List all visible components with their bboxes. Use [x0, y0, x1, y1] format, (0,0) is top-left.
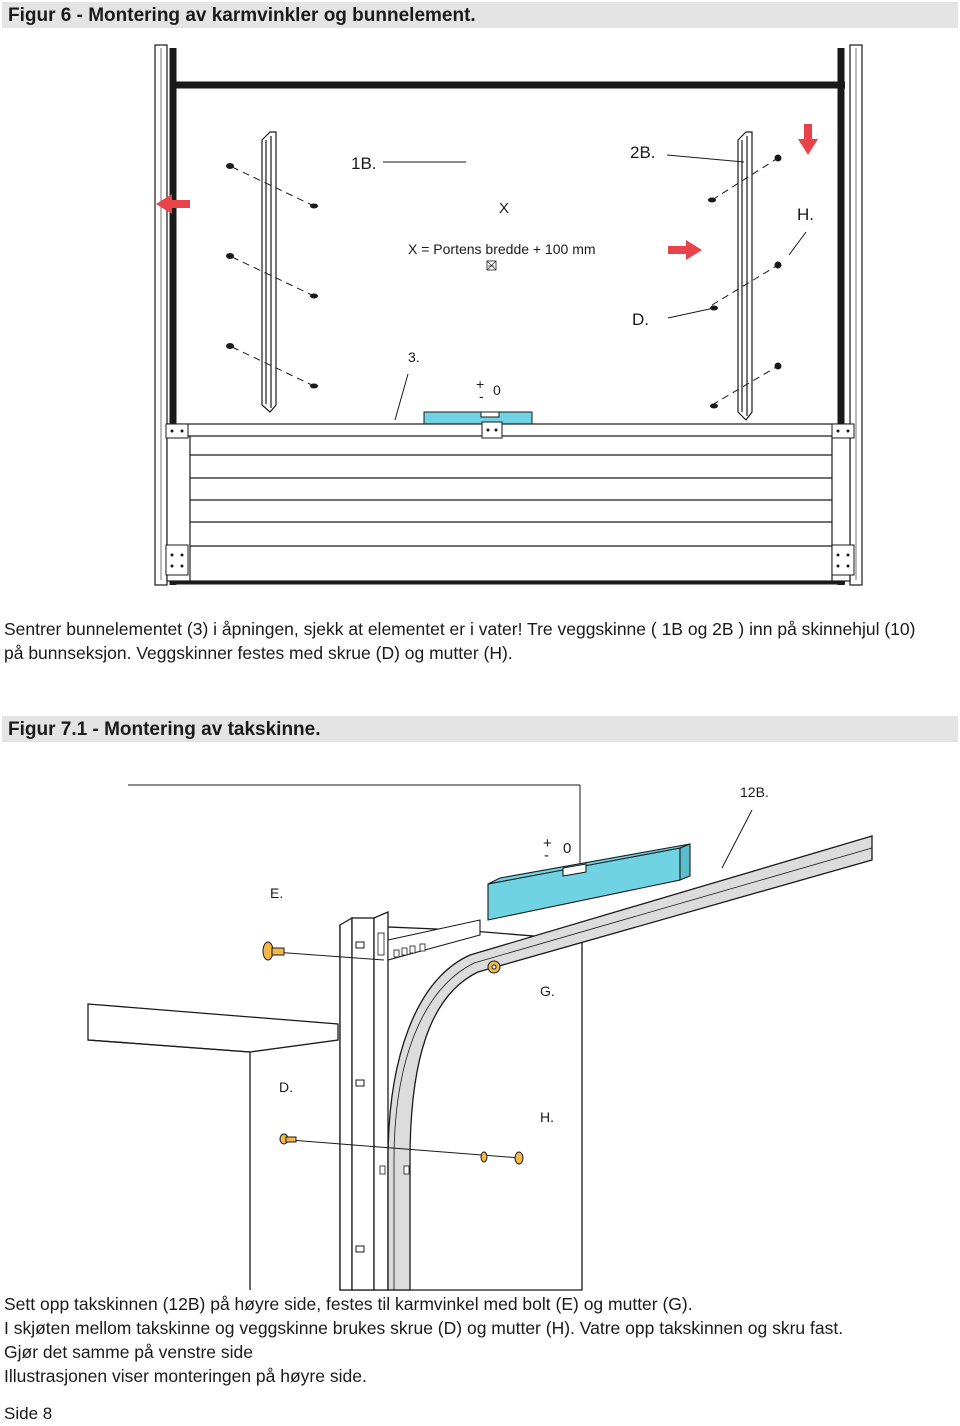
level-zero-7-1: 0 [563, 840, 571, 857]
figure-6-text-line-1: Sentrer bunnelementet (3) i åpningen, sj… [4, 619, 916, 639]
callout-1b: 1B. [351, 154, 377, 173]
ceiling-rail-12b [387, 835, 873, 1291]
callout-g: G. [540, 983, 555, 999]
figure-7-1-title-band: Figur 7.1 - Montering av takskinne. [2, 716, 958, 742]
figure-7-1-text-line-2: I skjøten mellom takskinne og veggskinne… [4, 1318, 844, 1338]
level-plus: + [476, 376, 484, 392]
figure-6-title: Figur 6 - Montering av karmvinkler og bu… [8, 5, 476, 26]
arrow-right-icon [668, 240, 702, 260]
figure-7-1-text-line-4: Illustrasjonen viser monteringen på høyr… [4, 1366, 367, 1386]
bolt-e-icon [262, 941, 385, 961]
hinges [165, 421, 855, 576]
page-number: Side 8 [4, 1404, 53, 1423]
callout-3: 3. [408, 349, 420, 365]
figure-7-1-title: Figur 7.1 - Montering av takskinne. [8, 719, 321, 740]
lintel [87, 1003, 339, 1053]
figure-6-title-band: Figur 6 - Montering av karmvinkler og bu… [2, 2, 958, 28]
level-zero: 0 [493, 382, 501, 398]
callout-12b: 12B. [740, 784, 769, 800]
callout-x: X [499, 200, 509, 217]
nut-g-icon [487, 960, 501, 974]
spirit-level [423, 411, 533, 425]
nut-h-icon [514, 1151, 524, 1165]
figure-7-1-illustration: 12B. + - 0 E. G. D. H. [87, 784, 873, 1291]
frame-angle [339, 911, 389, 1291]
wall-rail-2b [737, 131, 753, 421]
callout-x-formula: X = Portens bredde + 100 mm [408, 241, 596, 257]
bottom-door-section [166, 423, 851, 582]
figure-6-illustration: 1B. 2B. X H. X = Portens bredde + 100 mm… [154, 44, 863, 586]
callout-2b: 2B. [630, 143, 656, 162]
arrow-down-icon [798, 124, 818, 155]
wall-rail-1b [261, 131, 277, 413]
callout-d-7-1: D. [279, 1079, 293, 1095]
level-minus: - [479, 388, 484, 404]
red-arrows [156, 124, 818, 260]
callout-e: E. [270, 885, 283, 901]
callout-d: D. [632, 310, 649, 329]
callout-h-7-1: H. [540, 1109, 554, 1125]
figure-7-1-text-line-3: Gjør det samme på venstre side [4, 1342, 253, 1362]
level-minus-7-1: - [544, 847, 549, 864]
arrow-left-icon [156, 194, 190, 214]
callout-h: H. [797, 205, 814, 224]
figure-6-text-line-2: på bunnseksjon. Veggskinner festes med s… [4, 643, 513, 663]
spirit-level-7-1 [487, 843, 691, 921]
figure-7-1-text-line-1: Sett opp takskinnen (12B) på høyre side,… [4, 1294, 693, 1314]
level-plus-7-1: + [543, 835, 552, 852]
